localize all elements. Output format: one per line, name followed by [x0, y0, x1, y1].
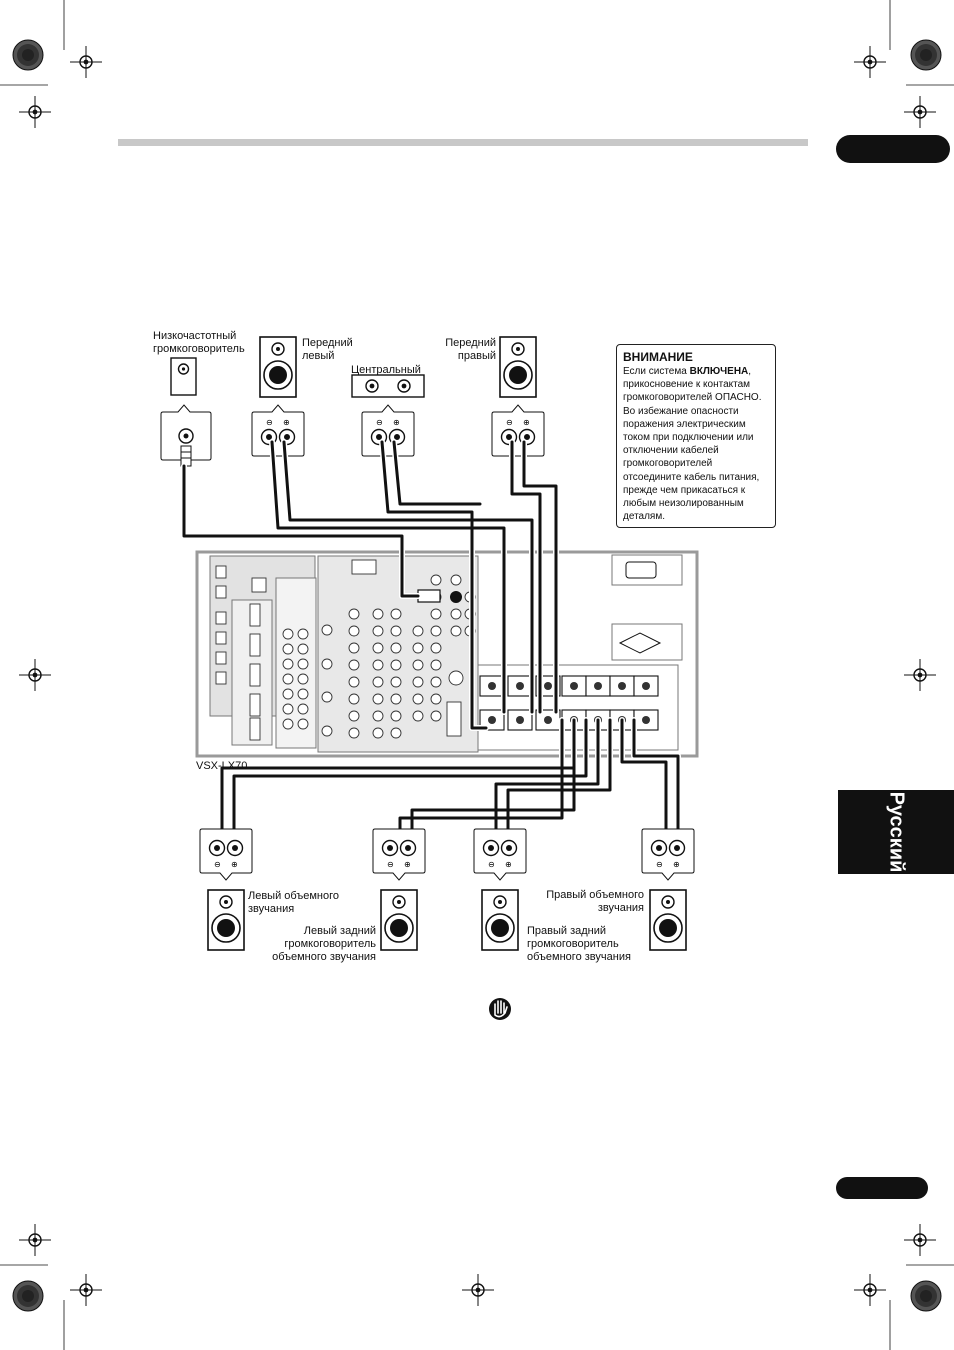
language-tab: Русский — [838, 790, 954, 874]
surround-back-left-terminal — [372, 828, 426, 881]
surround-left-speaker — [207, 889, 245, 951]
center-terminal — [361, 404, 415, 457]
surround-back-left-speaker — [380, 889, 418, 951]
front-left-label: Передний левый — [302, 337, 353, 362]
front-right-speaker — [499, 336, 537, 398]
warning-text: Если система ВКЛЮЧЕНА, прикосновение к к… — [623, 366, 762, 523]
chapter-number-pill — [836, 135, 950, 163]
surround-back-right-speaker — [481, 889, 519, 951]
center-speaker — [351, 374, 425, 398]
hand-stop-icon — [489, 998, 511, 1020]
surround-back-right-terminal — [473, 828, 527, 881]
center-label: Центральный — [351, 364, 421, 376]
front-right-label: Передний правый — [445, 337, 496, 362]
subwoofer-speaker — [160, 357, 212, 467]
surround-back-right-label: Правый задний громкоговоритель объемного… — [527, 925, 631, 963]
warning-title: ВНИМАНИЕ — [623, 350, 693, 364]
page-number-pill — [836, 1177, 928, 1199]
warning-box: ВНИМАНИЕ Если система ВКЛЮЧЕНА, прикосно… — [616, 344, 776, 528]
header-rule — [118, 139, 808, 146]
subwoofer-label: Низкочастотный громкоговоритель — [153, 330, 245, 355]
model-label: VSX-LX70 — [196, 760, 248, 772]
surround-left-label: Левый объемного звучания — [248, 890, 339, 915]
surround-right-terminal — [641, 828, 695, 881]
receiver-rear-panel — [195, 550, 699, 758]
surround-right-label: Правый объемного звучания — [546, 889, 644, 914]
surround-right-speaker — [649, 889, 687, 951]
front-left-terminal — [251, 404, 305, 457]
surround-left-terminal — [199, 828, 253, 881]
surround-back-left-label: Левый задний громкоговоритель объемного … — [272, 925, 376, 963]
front-left-speaker — [259, 336, 297, 398]
front-right-terminal — [491, 404, 545, 457]
